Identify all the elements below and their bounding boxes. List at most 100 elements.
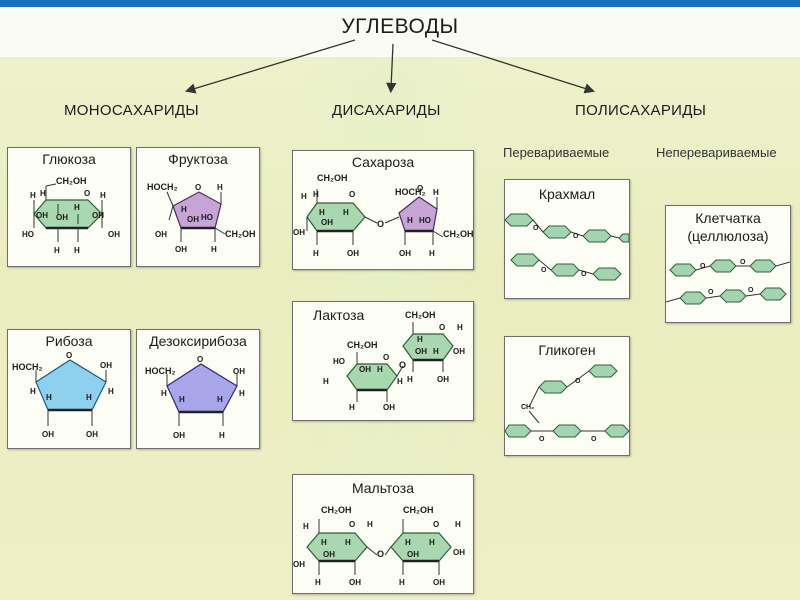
svg-text:OH: OH — [233, 367, 245, 376]
svg-text:H: H — [377, 365, 383, 374]
group-indigestible: Неперевариваемые — [656, 145, 777, 160]
glycogen-label: Гликоген — [538, 342, 596, 358]
svg-text:HO: HO — [419, 216, 431, 225]
lactose-box: Лактоза CH₂OH O HO OH H H H H OH O CH₂OH… — [292, 301, 474, 421]
category-disaccharides: ДИСАХАРИДЫ — [332, 102, 441, 119]
cellulose-label-2: (целлюлоза) — [687, 228, 769, 244]
svg-text:O: O — [591, 436, 597, 443]
sucrose-fructose-ring — [398, 196, 438, 232]
svg-text:OH: OH — [347, 249, 359, 258]
svg-text:CH₂OH: CH₂OH — [321, 505, 352, 515]
svg-text:CH₂OH: CH₂OH — [56, 176, 87, 186]
svg-text:H: H — [349, 403, 355, 412]
category-polysaccharides: ПОЛИСАХАРИДЫ — [575, 102, 707, 119]
svg-text:O: O — [539, 436, 545, 443]
svg-text:OH: OH — [100, 361, 112, 370]
svg-text:H: H — [30, 387, 36, 396]
svg-text:H: H — [345, 538, 351, 547]
glycogen-structure: O CH₂ O O — [505, 364, 629, 443]
ribose-label: Рибоза — [45, 333, 93, 349]
svg-text:HOCH₂: HOCH₂ — [145, 366, 176, 376]
svg-text:H: H — [46, 393, 52, 402]
svg-text:H: H — [319, 208, 325, 217]
svg-text:OH: OH — [349, 578, 361, 587]
cellulose-structure: O O O O — [666, 259, 790, 305]
svg-text:H: H — [86, 393, 92, 402]
svg-text:O: O — [66, 351, 72, 360]
svg-text:CH₂OH: CH₂OH — [347, 340, 378, 350]
svg-text:OH: OH — [399, 249, 411, 258]
svg-text:H: H — [161, 389, 167, 398]
svg-text:O: O — [581, 271, 587, 278]
maltose-ring-1 — [306, 532, 368, 562]
svg-text:CH₂: CH₂ — [521, 404, 534, 411]
svg-text:H: H — [181, 205, 187, 214]
svg-text:H: H — [313, 249, 319, 258]
svg-text:O: O — [700, 263, 706, 270]
svg-text:HO: HO — [333, 357, 345, 366]
svg-text:O: O — [84, 189, 90, 198]
svg-text:HO: HO — [22, 230, 34, 239]
svg-text:H: H — [74, 246, 80, 255]
svg-text:O: O — [433, 520, 439, 529]
cellulose-chain-1 — [669, 259, 777, 277]
deoxyribose-box: Дезоксирибоза HOCH₂ O OH H H H H OH H — [136, 329, 260, 449]
svg-text:OH: OH — [323, 550, 335, 559]
group-digestible: Перевариваемые — [503, 145, 610, 160]
glycogen-box: Гликоген O CH₂ O O — [504, 336, 630, 456]
glycogen-main-chain — [505, 424, 629, 438]
svg-text:OH: OH — [173, 431, 185, 440]
svg-text:OH: OH — [92, 211, 104, 220]
svg-text:H: H — [455, 520, 461, 529]
maltose-structure: CH₂OH O H H H OH H OH O H OH CH₂OH O H H… — [293, 505, 465, 587]
svg-text:H: H — [100, 191, 106, 200]
svg-text:H: H — [399, 578, 405, 587]
svg-text:O: O — [573, 233, 579, 240]
glucose-structure: CH₂OH H O H H OH OH H OH HO OH H H — [22, 176, 120, 255]
svg-text:H: H — [397, 377, 403, 386]
fructose-box: Фруктоза HOCH₂ O H H HO OH OH CH₂OH OH H — [136, 147, 260, 267]
svg-text:OH: OH — [36, 211, 48, 220]
arrow-to-polysaccharides — [431, 39, 595, 94]
cellulose-chain-2 — [679, 287, 787, 305]
fructose-ring — [172, 191, 222, 229]
header-band — [0, 7, 800, 57]
sucrose-glucose-ring — [306, 202, 366, 232]
lactose-ring-2 — [402, 333, 454, 361]
starch-structure: O O O O — [505, 213, 629, 281]
svg-text:OH: OH — [56, 213, 68, 222]
svg-text:H: H — [217, 395, 223, 404]
maltose-label: Мальтоза — [351, 480, 415, 496]
svg-text:OH: OH — [293, 560, 305, 569]
sucrose-structure: CH₂OH H O H H OH H OH O H OH HOCH₂ O H H… — [293, 173, 473, 258]
svg-text:H: H — [315, 578, 321, 587]
svg-text:O: O — [748, 287, 754, 294]
svg-text:HO: HO — [201, 213, 213, 222]
svg-text:O: O — [349, 190, 355, 199]
svg-text:HOCH₂: HOCH₂ — [12, 362, 43, 372]
ribose-box: Рибоза HOCH₂ O OH H H H H OH OH — [7, 329, 131, 449]
maltose-ring-2 — [390, 532, 452, 562]
top-accent-bar — [0, 0, 800, 7]
svg-text:OH: OH — [293, 228, 305, 237]
svg-text:O: O — [197, 355, 203, 364]
svg-text:CH₂OH: CH₂OH — [317, 173, 348, 183]
svg-text:O: O — [399, 360, 406, 370]
svg-text:H: H — [433, 188, 439, 197]
svg-text:H: H — [407, 216, 413, 225]
title-arrows — [185, 39, 595, 94]
svg-text:H: H — [211, 245, 217, 254]
svg-text:CH₂OH: CH₂OH — [405, 310, 436, 320]
svg-text:O: O — [383, 353, 389, 362]
glycogen-branch — [538, 364, 618, 394]
starch-chain-1 — [505, 213, 629, 243]
svg-text:O: O — [575, 378, 581, 385]
svg-text:O: O — [195, 183, 201, 192]
lactose-label: Лактоза — [313, 307, 365, 323]
svg-text:OH: OH — [437, 375, 449, 384]
svg-text:OH: OH — [453, 548, 465, 557]
svg-text:OH: OH — [187, 215, 199, 224]
svg-text:OH: OH — [86, 430, 98, 439]
svg-text:O: O — [740, 259, 746, 266]
svg-text:HOCH₂: HOCH₂ — [395, 187, 426, 197]
